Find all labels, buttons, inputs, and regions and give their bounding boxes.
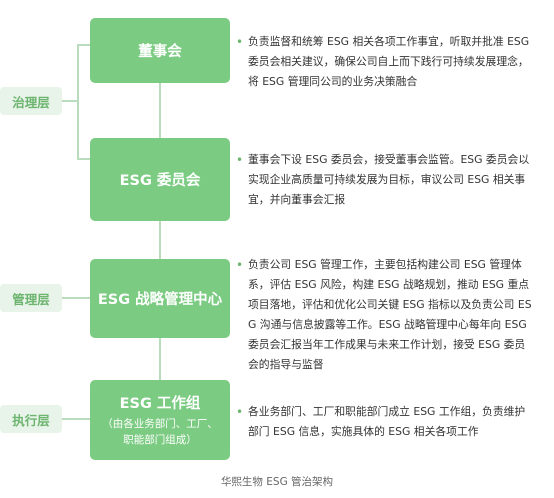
description-esg-strategy-center-text: 负责公司 ESG 管理工作，主要包括构建公司 ESG 管理体系，评估 ESG 风… — [248, 258, 532, 371]
esg-committee-box: ESG 委员会 — [90, 138, 230, 221]
esg-working-group-title: ESG 工作组 — [119, 396, 201, 412]
tier-link-governance — [62, 100, 79, 102]
tier-label-management: 管理层 — [0, 284, 62, 312]
description-esg-working-group: • 各业务部门、工厂和职能部门成立 ESG 工作组，负责维护部门 ESG 信息，… — [236, 402, 536, 442]
description-esg-working-group-text: 各业务部门、工厂和职能部门成立 ESG 工作组，负责维护部门 ESG 信息，实施… — [248, 405, 526, 438]
esg-strategy-center-title: ESG 战略管理中心 — [97, 292, 223, 308]
vertical-connector-2 — [159, 221, 161, 259]
vertical-connector-3 — [159, 338, 161, 380]
esg-working-group-subtitle: （由各业务部门、工厂、 职能部门组成） — [102, 416, 218, 448]
description-esg-strategy-center: • 负责公司 ESG 管理工作，主要包括构建公司 ESG 管理体系，评估 ESG… — [236, 255, 536, 375]
bullet-icon: • — [236, 35, 244, 49]
bullet-icon: • — [236, 405, 244, 419]
bullet-icon: • — [236, 258, 244, 272]
tier-label-execution: 执行层 — [0, 405, 62, 433]
description-esg-committee-text: 董事会下设 ESG 委员会，接受董事会监管。ESG 委员会以实现企业高质量可持续… — [248, 153, 530, 206]
tier-branch-esg-committee — [77, 158, 90, 160]
esg-working-group-subtitle-line-1: （由各业务部门、工厂、 — [102, 418, 218, 430]
tier-link-management — [62, 297, 90, 299]
esg-committee-title: ESG 委员会 — [119, 173, 201, 189]
esg-strategy-center-box: ESG 战略管理中心 — [90, 259, 230, 338]
description-board: • 负责监督和统筹 ESG 相关各项工作事宜，听取并批准 ESG 委员会相关建议… — [236, 32, 536, 92]
bullet-icon: • — [236, 153, 244, 167]
tier-link-execution — [62, 418, 90, 420]
tier-branch-board — [77, 44, 90, 46]
description-esg-committee: • 董事会下设 ESG 委员会，接受董事会监管。ESG 委员会以实现企业高质量可… — [236, 150, 536, 210]
vertical-connector-1 — [159, 83, 161, 138]
board-box: 董事会 — [90, 18, 230, 83]
esg-working-group-box: ESG 工作组 （由各业务部门、工厂、 职能部门组成） — [90, 380, 230, 460]
tier-label-governance: 治理层 — [0, 87, 62, 115]
figure-caption: 华熙生物 ESG 管治架构 — [220, 476, 334, 488]
board-title: 董事会 — [138, 44, 182, 60]
esg-working-group-subtitle-line-2: 职能部门组成） — [123, 434, 197, 446]
description-board-text: 负责监督和统筹 ESG 相关各项工作事宜，听取并批准 ESG 委员会相关建议，确… — [248, 35, 530, 88]
